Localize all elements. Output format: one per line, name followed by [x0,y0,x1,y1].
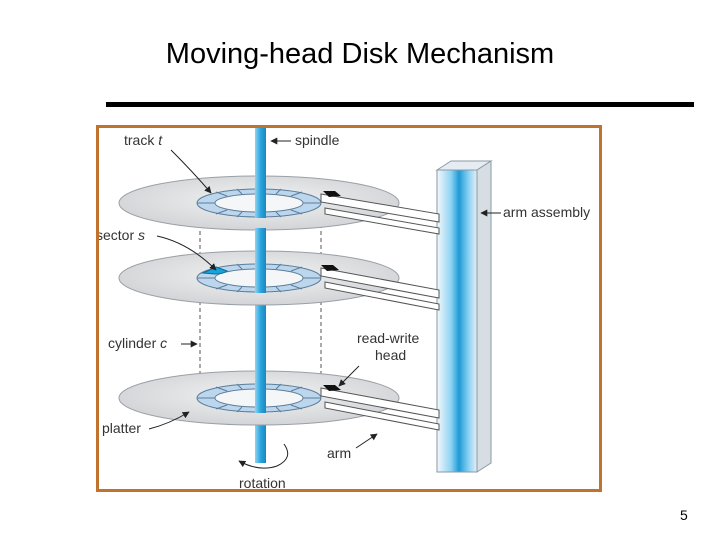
label-rotation: rotation [239,475,286,489]
platter-middle [118,228,400,306]
label-read-write-line2: head [375,347,406,363]
read-write-heads [321,191,341,391]
disk-diagram: track t spindle arm assembly sector s cy… [99,128,590,489]
platter-top [118,173,400,231]
arm-assembly-column [435,160,493,473]
label-track: track t [124,132,163,148]
cylinder-outline [199,203,322,398]
label-spindle: spindle [295,132,340,148]
label-platter: platter [102,420,141,436]
page-number: 5 [680,507,688,523]
label-arm: arm [327,445,351,461]
title-underline [106,102,694,107]
label-read-write-line1: read-write [357,330,419,346]
rotation-arrow [238,443,289,469]
label-pointers [148,137,501,469]
slide-title: Moving-head Disk Mechanism [165,38,555,70]
label-cylinder: cylinder c [108,335,167,351]
arm-rails [320,193,440,431]
label-sector: sector s [99,227,145,243]
disk-mechanism-figure: track t spindle arm assembly sector s cy… [96,125,602,492]
label-arm-assembly: arm assembly [503,204,590,220]
platter-bottom [118,356,400,426]
highlighted-sector [201,266,229,275]
